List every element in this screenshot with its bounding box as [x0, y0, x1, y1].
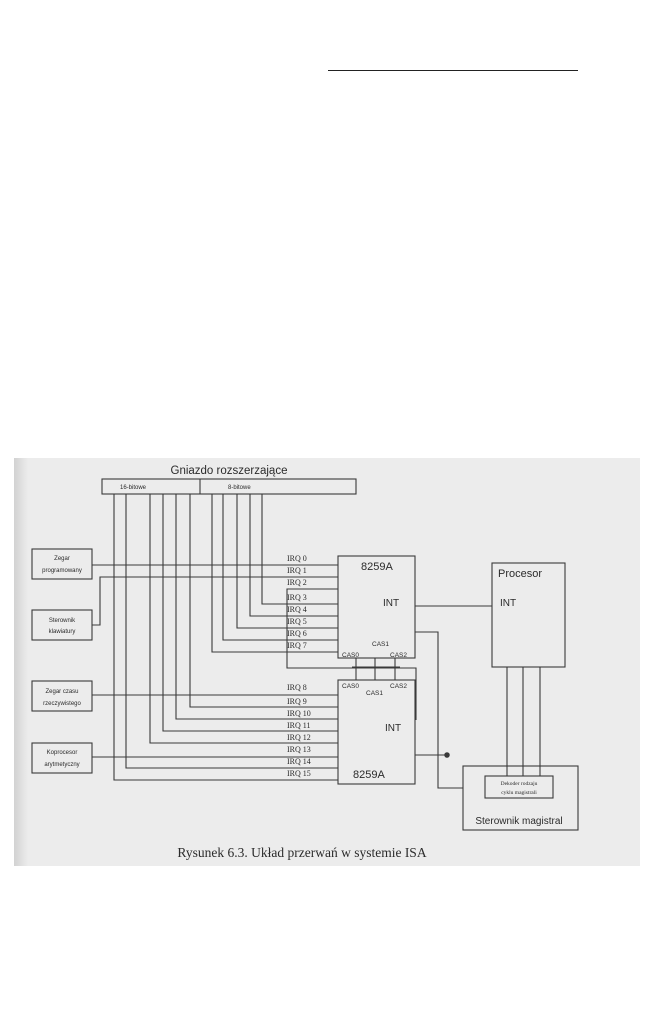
irq-label-14: IRQ 14 — [287, 757, 311, 766]
wire-slot-irq15 — [113, 494, 338, 781]
device-rtc-line2: rzeczywistego — [43, 701, 81, 707]
irq-label-2: IRQ 2 — [287, 578, 307, 587]
pic-slave-cas0: CAS0 — [342, 683, 359, 690]
wire-irq2-cascade — [286, 588, 417, 720]
bus-decoder-line2: cyklu magistrali — [501, 790, 537, 796]
wire-slot-irq7 — [211, 494, 338, 653]
device-rtc: Zegar czasu rzeczywistego — [31, 680, 93, 712]
processor-name: Procesor — [498, 568, 542, 580]
device-coprocessor-line2: arytmetyczny — [44, 762, 79, 768]
pic-master-cas0: CAS0 — [342, 652, 359, 659]
pic-slave-int: INT — [385, 723, 401, 734]
wire-slot-irq9 — [189, 494, 338, 708]
wire-slot-irq5 — [236, 494, 338, 629]
slot-label-8bit: 8-bitowe — [228, 485, 251, 491]
device-keyboard-line1: Sterownik — [49, 618, 76, 624]
pic-master: 8259A INT CAS1 CAS0 CAS2 — [337, 555, 416, 659]
scan-edge-shadow — [14, 458, 28, 866]
wire-slot-irq14 — [125, 494, 338, 769]
irq-label-15: IRQ 15 — [287, 769, 311, 778]
header-rule — [328, 70, 578, 71]
wire-slot-irq3 — [261, 494, 338, 605]
pic-slave-cas2: CAS2 — [390, 683, 407, 690]
pic-master-int: INT — [383, 598, 399, 609]
pic-master-cas2: CAS2 — [390, 652, 407, 659]
device-keyboard-line2: klawiatury — [49, 629, 76, 635]
pic-slave: CAS0 CAS2 CAS1 INT 8259A — [337, 679, 416, 785]
irq-label-9: IRQ 9 — [287, 697, 307, 706]
irq-label-6: IRQ 6 — [287, 629, 307, 638]
pic-master-name: 8259A — [361, 561, 393, 573]
wire-slot-irq4 — [249, 494, 338, 617]
device-timer-line2: programowany — [42, 568, 82, 574]
expansion-slot — [101, 478, 357, 495]
irq-label-8: IRQ 8 — [287, 683, 307, 692]
pic-slave-name: 8259A — [353, 769, 385, 781]
expansion-slot-title: Gniazdo rozszerzające — [171, 465, 288, 477]
device-timer: Zegar programowany — [31, 548, 93, 580]
irq-label-10: IRQ 10 — [287, 709, 311, 718]
wire-slot-irq11 — [162, 494, 338, 732]
wire-slot-irq10 — [175, 494, 338, 720]
bus-decoder-line1: Dekoder rodzaju — [501, 781, 538, 787]
device-coprocessor-line1: Koprocesor — [47, 750, 78, 756]
pic-master-cas1: CAS1 — [372, 641, 389, 648]
wiring — [92, 494, 541, 789]
wire-int-bus-controller — [415, 631, 463, 789]
irq-label-11: IRQ 11 — [287, 721, 310, 730]
irq-label-3: IRQ 3 — [287, 593, 307, 602]
irq-label-1: IRQ 1 — [287, 566, 307, 575]
processor-int: INT — [500, 598, 516, 609]
irq-label-7: IRQ 7 — [287, 641, 307, 650]
figure-caption: Rysunek 6.3. Układ przerwań w systemie I… — [177, 845, 426, 860]
processor: Procesor INT — [491, 562, 566, 668]
irq-label-12: IRQ 12 — [287, 733, 311, 742]
bus-decoder — [484, 775, 554, 799]
irq-label-group: IRQ 0 IRQ 1 IRQ 2 IRQ 3 IRQ 4 IRQ 5 IRQ … — [287, 554, 311, 778]
irq-label-13: IRQ 13 — [287, 745, 311, 754]
wire-slot-irq6 — [222, 494, 338, 641]
wire-slot-irq12 — [149, 494, 338, 744]
bus-controller-name: Sterownik magistral — [475, 816, 562, 827]
bus-controller: Dekoder rodzaju cyklu magistrali Sterown… — [462, 765, 579, 831]
irq-label-0: IRQ 0 — [287, 554, 307, 563]
slot-label-16bit: 16-bitowe — [120, 485, 147, 491]
pic-slave-cas1: CAS1 — [366, 690, 383, 697]
device-rtc-line1: Zegar czasu — [45, 689, 78, 695]
device-keyboard: Sterownik klawiatury — [31, 609, 93, 641]
device-timer-line1: Zegar — [54, 556, 70, 562]
irq-label-5: IRQ 5 — [287, 617, 307, 626]
wire-keyboard-irq1 — [92, 576, 338, 626]
device-coprocessor: Koprocesor arytmetyczny — [31, 742, 93, 774]
junction-dot — [444, 752, 450, 758]
irq-label-4: IRQ 4 — [287, 605, 307, 614]
